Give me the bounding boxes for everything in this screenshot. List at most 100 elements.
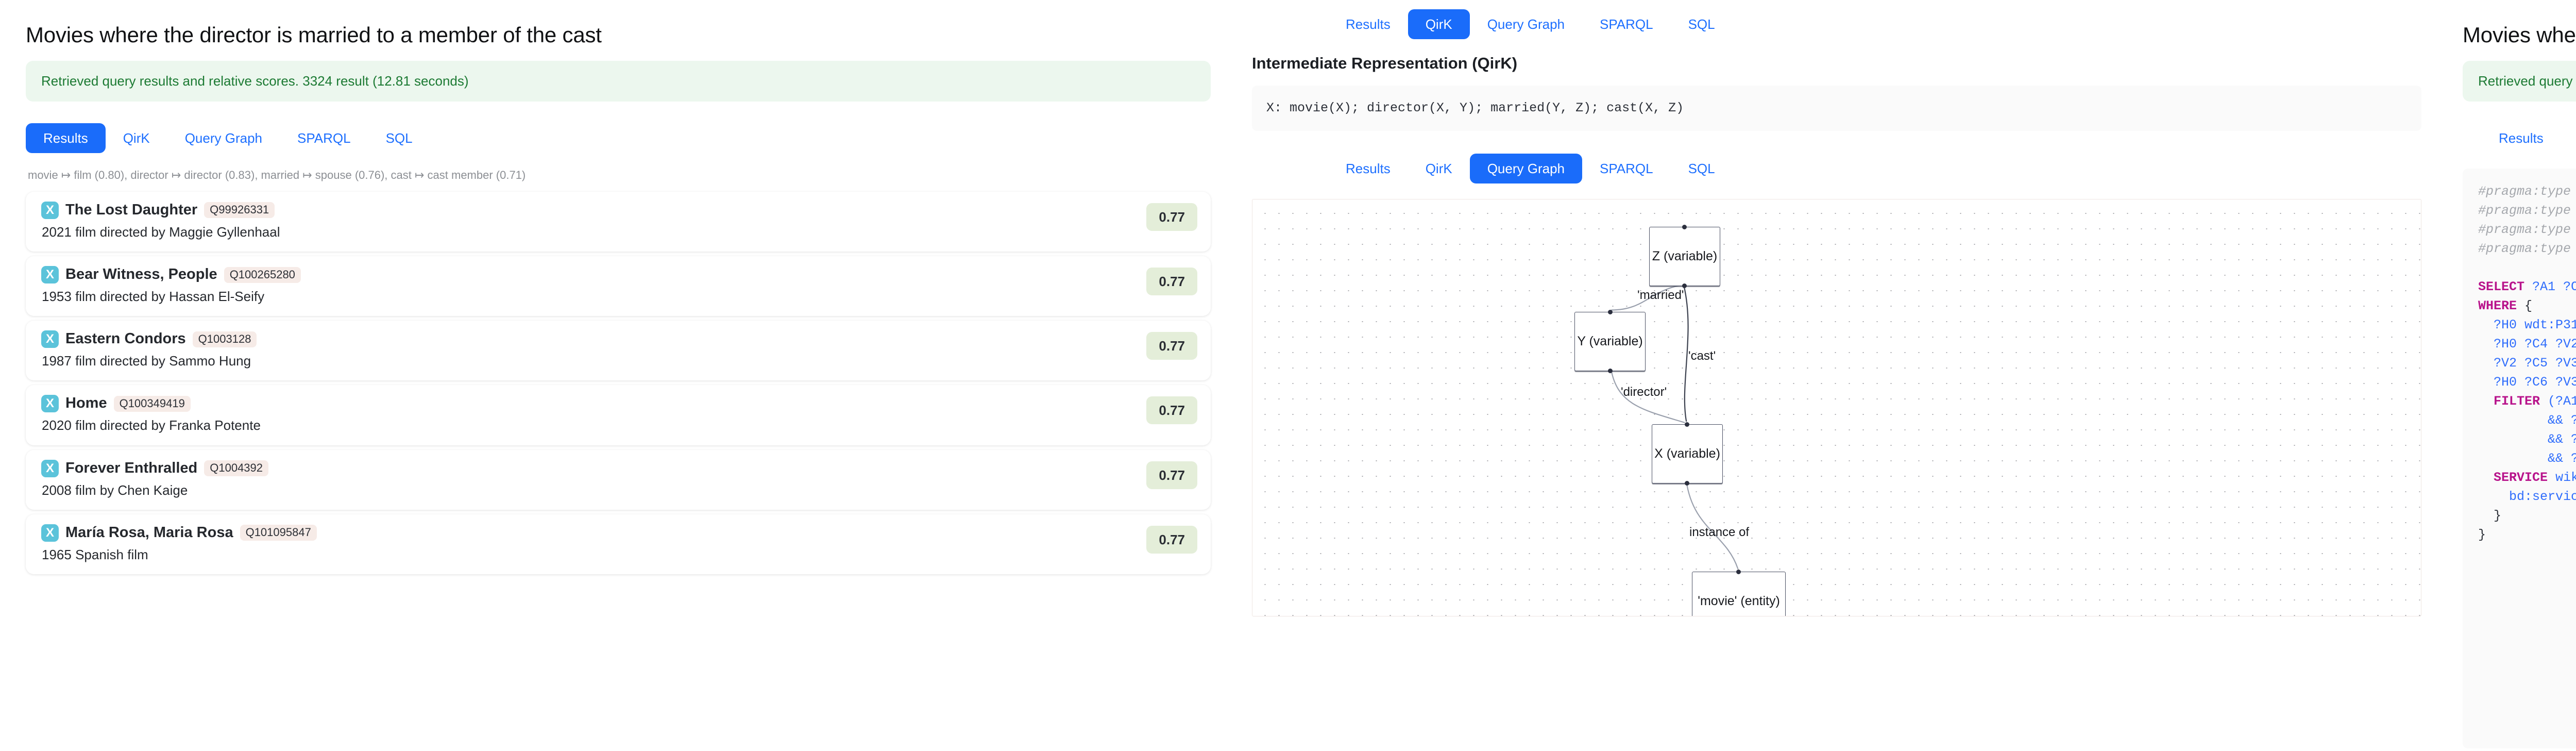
sparql-triple-line: ?H0 ?C6 ?V3 . <box>2494 375 2576 390</box>
score-badge: 0.77 <box>1146 525 1197 554</box>
sparql-select-keyword: SELECT <box>2478 279 2525 295</box>
graph-port-y-bottom <box>1608 369 1613 374</box>
result-header: X Eastern Condors Q1003128 <box>41 330 1195 348</box>
result-title: María Rosa, Maria Rosa <box>65 524 233 541</box>
sparql-pragma-line: #pragma:type ?H0 entity_id <box>2478 184 2571 199</box>
graph-node-y[interactable]: Y (variable) <box>1574 312 1646 372</box>
result-description: 1965 Spanish film <box>42 546 148 562</box>
qid-badge: Q1004392 <box>204 460 269 477</box>
graph-node-movie-entity[interactable]: 'movie' (entity) <box>1692 572 1786 616</box>
tab-qirk[interactable]: QirK <box>1408 154 1470 183</box>
entity-icon: X <box>41 459 59 477</box>
result-card[interactable]: X María Rosa, Maria Rosa Q101095847 1965… <box>26 514 1211 574</box>
qirk-section-heading: Intermediate Representation (QirK) <box>1252 54 1518 72</box>
result-header: X Home Q100349419 <box>41 395 1195 413</box>
qirk-and-graph-panel: Results QirK Query Graph SPARQL SQL Inte… <box>1231 0 2442 751</box>
sparql-service-keyword: SERVICE <box>2494 470 2548 486</box>
result-header: X The Lost Daughter Q99926331 <box>41 201 1195 219</box>
result-description: 2021 film directed by Maggie Gyllenhaal <box>42 224 280 240</box>
result-header: X Bear Witness, People Q100265280 <box>41 266 1195 284</box>
sparql-code-block[interactable]: #pragma:type ?H0 entity_id #pragma:type … <box>2463 169 2576 749</box>
qid-badge: Q100265280 <box>224 266 301 283</box>
page-title: Movies where the director is married to … <box>2463 23 2576 47</box>
result-card[interactable]: X Bear Witness, People Q100265280 1953 f… <box>26 256 1211 316</box>
result-title: Eastern Condors <box>65 330 186 347</box>
entity-icon: X <box>41 266 59 284</box>
graph-edge-label-married: 'married' <box>1637 288 1684 303</box>
result-card[interactable]: X The Lost Daughter Q99926331 2021 film … <box>26 191 1211 252</box>
tab-results[interactable]: Results <box>1328 9 1408 39</box>
page-title: Movies where the director is married to … <box>26 23 602 47</box>
tab-query-graph[interactable]: Query Graph <box>1470 9 1582 39</box>
result-description: 1987 film directed by Sammo Hung <box>42 353 251 369</box>
score-badge: 0.77 <box>1146 332 1197 360</box>
graph-node-label: Z (variable) <box>1652 249 1718 264</box>
tab-bar-mid-graph: Results QirK Query Graph SPARQL SQL <box>1328 154 2421 184</box>
sparql-service-target: wikibase:label { <box>2555 470 2576 486</box>
tab-sql[interactable]: SQL <box>1671 154 1733 183</box>
result-description: 2008 film by Chen Kaige <box>42 482 188 498</box>
entity-icon: X <box>41 524 59 542</box>
tab-sql[interactable]: SQL <box>1671 9 1733 39</box>
tab-sparql[interactable]: SPARQL <box>280 123 368 153</box>
sparql-filter-c5: && ?C5 IN (wdt:P26) <box>2548 432 2576 447</box>
sparql-brace-close-outer: } <box>2478 527 2486 543</box>
sparql-filter-c4: && ?C4 IN (wdt:P57) <box>2548 413 2576 428</box>
graph-port-movie-top <box>1736 570 1741 575</box>
entity-icon: X <box>41 395 59 413</box>
score-badge: 0.77 <box>1146 268 1197 296</box>
graph-edge-label-instance-of: instance of <box>1689 525 1750 540</box>
graph-port-y-top <box>1608 310 1613 315</box>
result-card[interactable]: X Home Q100349419 2020 film directed by … <box>26 385 1211 445</box>
qid-badge: Q1003128 <box>192 331 257 347</box>
tab-query-graph[interactable]: Query Graph <box>1469 154 1582 184</box>
graph-port-z-top <box>1682 225 1687 230</box>
graph-edge-label-director: 'director' <box>1621 385 1667 399</box>
qid-badge: Q100349419 <box>113 395 191 412</box>
graph-node-x[interactable]: X (variable) <box>1652 424 1723 484</box>
query-graph-canvas[interactable]: Z (variable) Y (variable) X (variable) '… <box>1252 199 2421 617</box>
result-header: X Forever Enthralled Q1004392 <box>41 459 1195 477</box>
sparql-pragma-line: #pragma:type ?V3 entity_id <box>2478 241 2571 257</box>
sparql-pragma-line: #pragma:type ?V2 entity_id <box>2478 222 2571 238</box>
tab-results[interactable]: Results <box>1328 154 1408 183</box>
graph-port-z-bottom <box>1682 283 1687 289</box>
result-title: Home <box>65 395 107 412</box>
result-card[interactable]: X Forever Enthralled Q1004392 2008 film … <box>26 449 1211 510</box>
tab-sql[interactable]: SQL <box>368 123 430 153</box>
score-badge: 0.77 <box>1146 461 1197 489</box>
tab-qirk[interactable]: QirK <box>2561 123 2576 153</box>
tab-sparql[interactable]: SPARQL <box>1582 9 1671 39</box>
tab-bar-left: Results QirK Query Graph SPARQL SQL <box>26 123 1211 154</box>
tab-query-graph[interactable]: Query Graph <box>167 123 280 153</box>
tab-bar-mid-qirk: Results QirK Query Graph SPARQL SQL <box>1328 9 2421 39</box>
tab-sparql[interactable]: SPARQL <box>1582 154 1671 183</box>
tab-qirk[interactable]: QirK <box>106 123 167 153</box>
sparql-brace-open: { <box>2524 298 2533 314</box>
graph-node-z[interactable]: Z (variable) <box>1649 227 1720 287</box>
sparql-filter-keyword: FILTER <box>2494 394 2540 409</box>
status-banner: Retrieved query results and relative sco… <box>26 61 1211 102</box>
entity-icon: X <box>41 201 59 219</box>
entity-icon: X <box>41 330 59 348</box>
graph-node-label: 'movie' (entity) <box>1698 594 1780 609</box>
tab-results[interactable]: Results <box>2481 123 2561 153</box>
sparql-filter-c6: && ?C6 IN (wdt:P161)) <box>2548 451 2576 466</box>
edge-married-path <box>1611 285 1680 311</box>
qid-badge: Q99926331 <box>204 202 275 219</box>
graph-port-x-top <box>1685 422 1689 427</box>
sparql-triple-line: ?V2 ?C5 ?V3 . <box>2494 356 2576 371</box>
result-list: X The Lost Daughter Q99926331 2021 film … <box>26 191 1211 574</box>
result-header: X María Rosa, Maria Rosa Q101095847 <box>41 524 1195 542</box>
status-banner: Retrieved query results and relative sco… <box>2463 61 2576 102</box>
result-card[interactable]: X Eastern Condors Q1003128 1987 film dir… <box>26 321 1211 381</box>
sparql-filter-a1: (?A1 IN (wd:Q11424, wd:Q12362625, wd:Q22… <box>2548 394 2576 409</box>
sparql-triple-line: ?H0 ?C4 ?V2 . <box>2494 337 2576 352</box>
tab-results[interactable]: Results <box>26 123 106 154</box>
score-badge: 0.77 <box>1146 203 1197 231</box>
edge-cast-path <box>1683 285 1689 422</box>
graph-node-label: X (variable) <box>1654 446 1720 461</box>
tab-qirk[interactable]: QirK <box>1408 9 1470 39</box>
sparql-pragma-line: #pragma:type ?A1 entity_id <box>2478 203 2571 219</box>
